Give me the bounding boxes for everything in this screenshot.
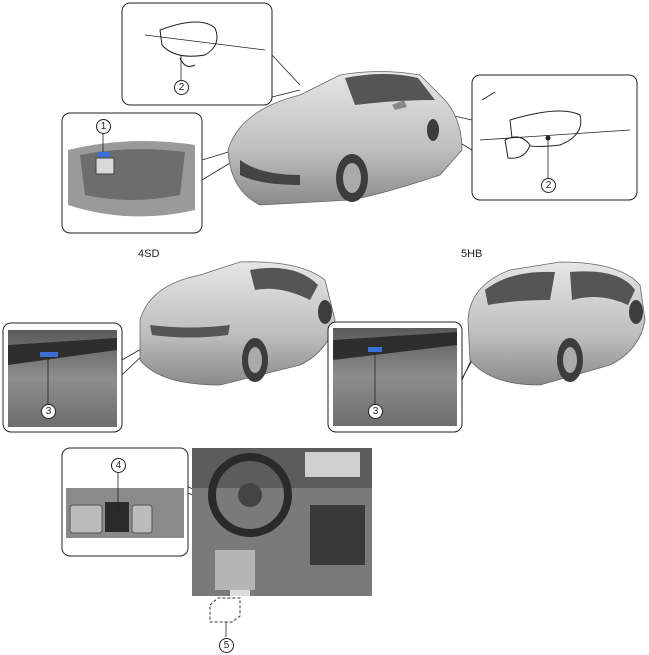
dashboard-illustration — [192, 448, 372, 596]
variant-label-hatchback: 5HB — [461, 248, 483, 260]
switch-panel-detail — [61, 447, 189, 557]
callout-3-hatch: 3 — [368, 404, 383, 419]
callout-3-sedan: 3 — [41, 404, 56, 419]
callout-2-left: 2 — [174, 80, 189, 95]
front-car-illustration — [227, 71, 463, 206]
callout-2-right: 2 — [541, 178, 556, 193]
hatch-rear-camera-detail — [327, 321, 463, 433]
callout-1: 1 — [96, 119, 111, 134]
sedan-rear-illustration — [139, 261, 336, 386]
sedan-rear-camera-detail — [2, 322, 123, 433]
variant-label-sedan: 4SD — [138, 248, 160, 260]
control-module-hidden — [209, 597, 241, 637]
left-mirror-detail — [121, 2, 273, 106]
callout-5: 5 — [219, 638, 234, 653]
front-grille-detail — [61, 112, 203, 234]
callout-4: 4 — [111, 458, 126, 473]
right-mirror-detail — [471, 74, 638, 201]
hatchback-rear-illustration — [467, 261, 646, 386]
